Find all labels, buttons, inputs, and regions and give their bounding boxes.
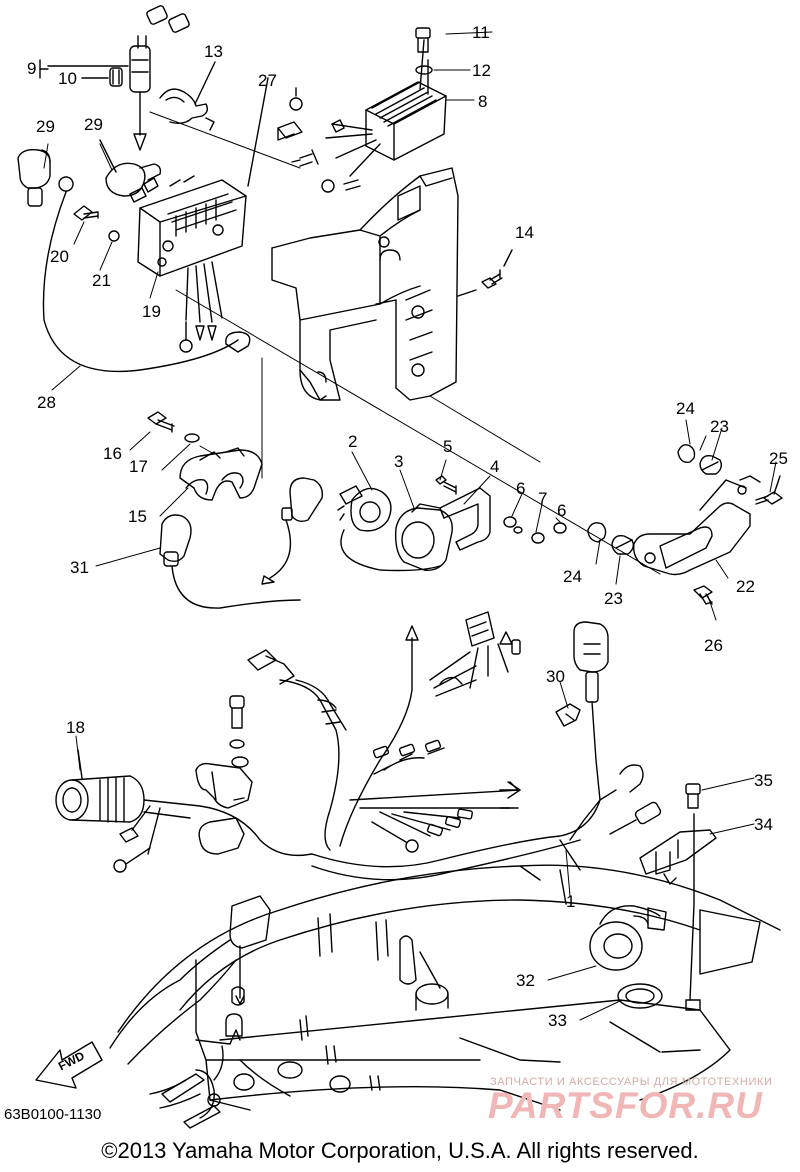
screw-5 — [435, 475, 457, 495]
ground-lead-28 — [42, 191, 239, 373]
switch-2 — [261, 477, 441, 585]
callout-11: 11 — [472, 23, 490, 42]
cdi-unit-19 — [129, 175, 251, 353]
battery-cables — [109, 939, 237, 1129]
callout-18: 18 — [66, 718, 85, 737]
wire-clamp-13 — [159, 61, 216, 131]
watermark-logo: PARTSFOR.RU — [488, 1085, 763, 1126]
callout-4: 4 — [490, 457, 500, 476]
screw-14 — [457, 249, 513, 297]
bracket-22 — [633, 475, 761, 576]
callout-6b: 6 — [557, 501, 567, 520]
watermark-tagline: ЗАПЧАСТИ И АКСЕССУАРЫ ДЛЯ МОТОТЕХНИКИ — [490, 1076, 773, 1088]
callout-6a: 6 — [516, 479, 526, 498]
callout-27: 27 — [258, 71, 277, 90]
callout-30: 30 — [546, 667, 565, 686]
wire-harness-1 — [247, 611, 601, 881]
bolt-26 — [693, 585, 713, 605]
cap-31 — [159, 514, 301, 609]
bolt-25 — [755, 475, 783, 505]
callout-25: 25 — [769, 449, 788, 468]
callout-29-right: 29 — [84, 115, 103, 134]
callout-29-left: 29 — [36, 117, 55, 136]
screw-35 — [685, 783, 701, 809]
plate-4 — [439, 487, 491, 551]
washer-17 — [184, 433, 200, 443]
bottom-cowling-bracket — [271, 167, 459, 401]
collar-23b — [611, 534, 635, 555]
fwd-arrow-icon — [35, 1041, 103, 1089]
callout-21: 21 — [92, 271, 111, 290]
diagram-code: 63B0100-1130 — [4, 1106, 102, 1123]
grommet-32 — [589, 905, 667, 971]
callout-24a: 24 — [676, 399, 695, 418]
bolt-20 — [73, 205, 99, 221]
clip-34 — [639, 813, 717, 1001]
nut-6a — [503, 516, 517, 528]
harness-guide-line — [175, 289, 661, 575]
callout-19: 19 — [142, 302, 161, 321]
ring-terminal — [58, 176, 74, 192]
bracket-27 — [247, 77, 303, 187]
callout-8: 8 — [478, 92, 488, 111]
callout-16: 16 — [103, 444, 122, 463]
grommet-24b — [587, 522, 607, 543]
callout-34: 34 — [754, 815, 773, 834]
callout-7: 7 — [538, 489, 548, 508]
rectifier-regulator-8 — [291, 39, 447, 193]
bolt-16 — [147, 411, 175, 433]
callout-10: 10 — [58, 69, 77, 88]
cable-right — [569, 764, 662, 841]
callout-12: 12 — [472, 61, 491, 80]
callout-26: 26 — [704, 636, 723, 655]
guide-line-2 — [149, 111, 541, 463]
callout-35: 35 — [754, 771, 773, 790]
callout-33: 33 — [548, 1011, 567, 1030]
harness-bracket — [195, 695, 253, 855]
nut-6b — [553, 522, 567, 534]
callout-3: 3 — [394, 452, 404, 471]
bottom-cowling — [117, 864, 781, 1111]
washer-21 — [108, 230, 120, 242]
callout-13: 13 — [204, 42, 223, 61]
callout-20: 20 — [50, 247, 69, 266]
washer-12 — [415, 65, 433, 75]
leader-15 — [199, 357, 263, 479]
callout-23a: 23 — [710, 417, 729, 436]
leaders-22-26 — [699, 435, 717, 621]
main-switch-18 — [55, 749, 313, 873]
callout-14: 14 — [515, 223, 534, 242]
callout-17: 17 — [129, 457, 148, 476]
callout-1: 1 — [566, 892, 576, 911]
callout-31: 31 — [70, 558, 89, 577]
washer-7 — [513, 526, 523, 534]
callout-24b: 24 — [563, 567, 582, 586]
holder-3 — [394, 503, 453, 571]
callout-5: 5 — [443, 437, 453, 456]
callout-22: 22 — [736, 577, 755, 596]
callout-9: 9 — [27, 59, 37, 78]
grommet-24a — [677, 444, 696, 463]
clamp-15 — [179, 447, 263, 501]
callout-32: 32 — [516, 971, 535, 990]
copyright-notice: ©2013 Yamaha Motor Corporation, U.S.A. A… — [101, 1138, 699, 1163]
washer-7b — [531, 532, 545, 544]
callout-28: 28 — [37, 393, 56, 412]
cap-29-right — [99, 139, 162, 197]
callout-leaders — [43, 31, 777, 1021]
callout-23b: 23 — [604, 589, 623, 608]
cap-29-left — [17, 148, 51, 207]
connector-30 — [555, 621, 609, 801]
callout-2: 2 — [348, 432, 358, 451]
collar-23a — [699, 454, 723, 475]
callout-15: 15 — [128, 507, 147, 526]
connector-assembly-9 — [39, 5, 190, 151]
bolt-11 — [415, 27, 431, 53]
